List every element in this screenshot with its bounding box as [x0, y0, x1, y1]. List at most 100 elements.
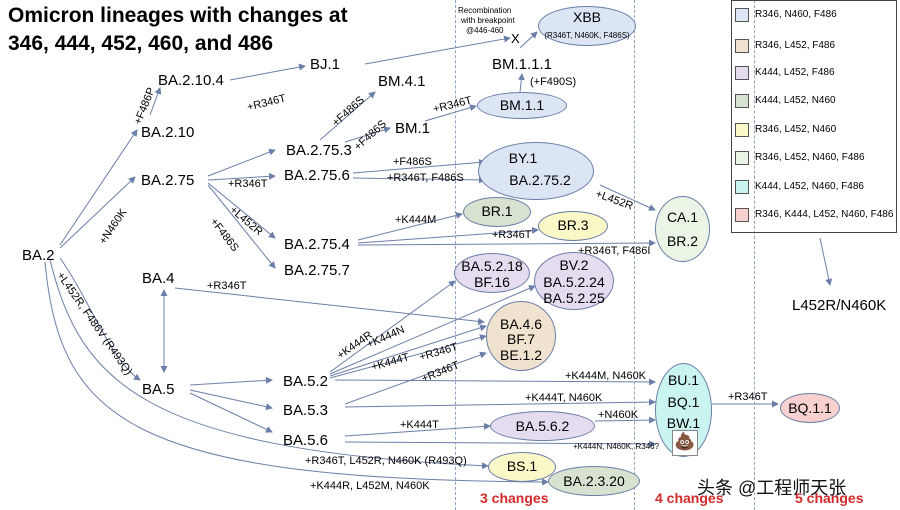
bf7-label: BF.7: [506, 331, 535, 347]
legend-swatch: [735, 208, 749, 222]
bq1-label: BQ.1: [667, 394, 700, 410]
mut-k444m: +K444M: [395, 214, 437, 226]
bw1-label: BW.1: [666, 415, 701, 431]
ca1-ellipse: [655, 196, 710, 262]
node-ba2-75: BA.2.75: [141, 172, 195, 189]
ba5-2-18-label: BA.5.2.18: [461, 258, 523, 274]
ca1-label: CA.1: [666, 209, 699, 225]
mut-r346t-l452r-n460k: +R346T, L452R, N460K (R493Q): [305, 455, 467, 467]
node-ba5: BA.5: [142, 381, 175, 398]
bu1-label: BU.1: [667, 372, 700, 388]
mut-f486s-by1: +F486S: [393, 156, 432, 168]
divider-5-changes: [754, 0, 755, 510]
xbb-label: XBB: [572, 9, 601, 25]
by1-ellipse: [478, 142, 594, 200]
mut-f490s: (+F490S): [530, 76, 577, 88]
br3-ellipse: [538, 211, 608, 241]
ba2-3-20-label: BA.2.3.20: [563, 473, 625, 489]
node-ba2: BA.2: [22, 247, 55, 264]
node-ba5-2: BA.5.2: [283, 373, 329, 390]
legend-label: K444, L452, F486: [755, 67, 835, 78]
legend-label: K444, L452, N460, F486: [755, 181, 864, 192]
node-ba4: BA.4: [142, 270, 175, 287]
br2-label: BR.2: [666, 233, 699, 249]
label-4-changes: 4 changes: [655, 490, 724, 506]
mut-k444t-n460k: +K444T, N460K: [525, 392, 603, 404]
bq1-1-label: BQ.1.1: [788, 400, 832, 416]
mut-r346t-bq11: +R346T: [728, 391, 768, 403]
poop-icon: 💩: [672, 430, 698, 456]
bv2-label: BV.2: [559, 257, 589, 273]
legend-swatch: [735, 66, 749, 80]
legend-label: R346, N460, F486: [755, 9, 837, 20]
node-ba2-75-4: BA.2.75.4: [284, 236, 350, 253]
bq1-1-ellipse: [780, 393, 840, 423]
bf16-label: BF.16: [474, 274, 510, 290]
ba5-6-2-label: BA.5.6.2: [515, 418, 570, 434]
node-ba2-75-7: BA.2.75.7: [284, 262, 350, 279]
node-bj1: BJ.1: [310, 56, 341, 73]
legend-box: [731, 0, 897, 233]
node-bm1: BM.1: [395, 120, 431, 137]
divider-3-changes: [455, 0, 456, 510]
node-bm1-1-1: BM.1.1.1: [492, 56, 553, 73]
legend-swatch: [735, 94, 749, 108]
legend-label: K444, L452, N460: [755, 95, 836, 106]
divider-4-changes: [634, 0, 635, 510]
ba2-3-20-ellipse: [548, 466, 640, 496]
legend-label: R346, L452, F486: [755, 40, 836, 51]
mut-k444n-n460k-r346: +K444N, N460K, R346?: [573, 442, 660, 451]
mut-k444t-562: +K444T: [400, 419, 439, 431]
bs1-label: BS.1: [506, 458, 538, 474]
be1-2-label: BE.1.2: [499, 347, 543, 363]
recombination-x: X: [511, 31, 520, 46]
br3-label: BR.3: [557, 217, 589, 233]
mut-r346t-ba2753: +R346T: [228, 178, 268, 190]
mut-r346t-f486s: +R346T, F486S: [387, 172, 464, 184]
xbb-sub: (R346T, N460K, F486S): [544, 31, 630, 40]
ba4-6-label: BA.4.6: [499, 316, 543, 332]
bs1-ellipse: [488, 452, 556, 482]
mut-n460k-bw1: +N460K: [598, 409, 639, 421]
legend-swatch: [735, 151, 749, 165]
ba2-75-2-label: BA.2.75.2: [509, 172, 571, 188]
br1-label: BR.1: [481, 203, 513, 219]
bm1-1-ellipse: [477, 92, 567, 119]
ba5-2-24-label: BA.5.2.24: [543, 274, 605, 290]
ba5-2-18-ellipse: [454, 253, 530, 293]
mut-k444r-l452m-n460k: +K444R, L452M, N460K: [310, 480, 430, 492]
node-ba5-6: BA.5.6: [283, 432, 329, 449]
node-ba2-10-4: BA.2.10.4: [158, 72, 224, 89]
node-ba5-3: BA.5.3: [283, 402, 329, 419]
recombination-note-2: with breakpoint: [461, 16, 515, 25]
mut-r346t-f486i: +R346T, F486I: [578, 245, 651, 257]
legend-swatch: [735, 8, 749, 22]
bv2-ellipse: [534, 252, 614, 310]
mut-k444m-n460k: +K444M, N460K: [565, 370, 647, 382]
bm1-1-label: BM.1.1: [499, 97, 545, 113]
legend-swatch: [735, 180, 749, 194]
node-ba2-75-3: BA.2.75.3: [286, 142, 352, 159]
node-l452r-n460k: L452R/N460K: [792, 297, 887, 314]
node-ba2-75-6: BA.2.75.6: [284, 167, 350, 184]
mut-r346t-ba4: +R346T: [207, 280, 247, 292]
by1-label: BY.1: [508, 150, 538, 166]
label-3-changes: 3 changes: [480, 490, 549, 506]
node-ba2-10: BA.2.10: [141, 124, 195, 141]
recombination-note-3: @446-460: [466, 26, 504, 35]
ba5-2-25-label: BA.5.2.25: [543, 290, 605, 306]
ba4-6-ellipse: [486, 301, 556, 371]
node-bm4-1: BM.4.1: [378, 73, 426, 90]
legend-swatch: [735, 123, 749, 137]
watermark: 头条 @工程师天张: [697, 478, 847, 498]
br1-ellipse: [463, 197, 531, 227]
recombination-note-1: Recombination: [458, 6, 512, 15]
ba5-6-2-ellipse: [490, 411, 595, 441]
label-5-changes: 5 changes: [795, 490, 864, 506]
xbb-ellipse: [538, 6, 636, 46]
legend-label: R346, L452, N460, F486: [755, 152, 865, 163]
legend-swatch: [735, 39, 749, 53]
